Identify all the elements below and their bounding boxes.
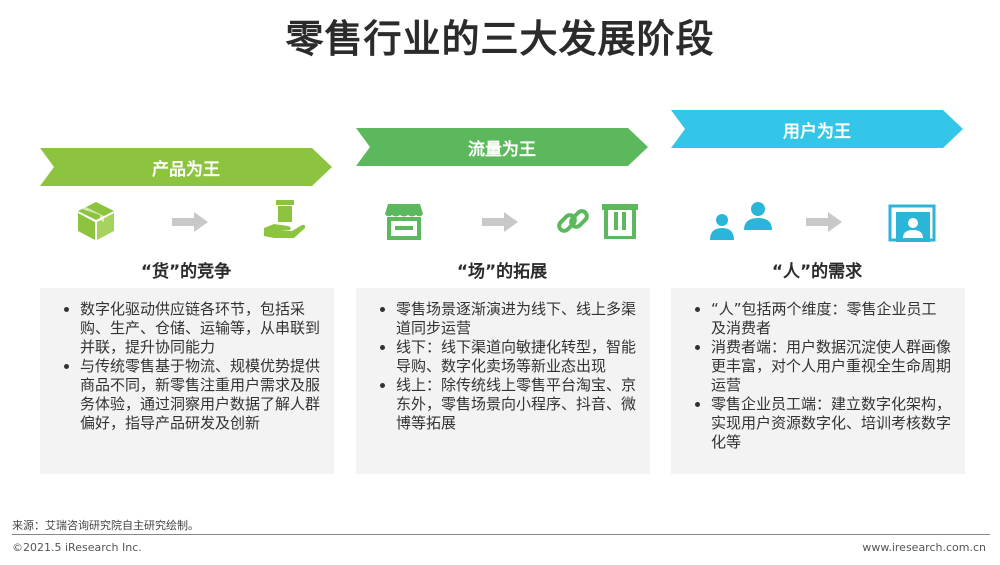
footer-divider bbox=[12, 534, 990, 535]
list-item: 数字化驱动供应链各环节，包括采购、生产、仓储、运输等，从串联到并联，提升协同能力 bbox=[80, 300, 320, 357]
list-item: “人”包括两个维度：零售企业员工及消费者 bbox=[711, 300, 951, 338]
list-item: 线上：除传统线上零售平台淘宝、京东外，零售场景向小程序、抖音、微博等拓展 bbox=[396, 376, 636, 433]
website: www.iresearch.com.cn bbox=[862, 541, 986, 554]
list-item: 消费者端：用户数据沉淀使人群画像更丰富，对个人用户重视全生命周期运营 bbox=[711, 338, 951, 395]
stage-1-description: 数字化驱动供应链各环节，包括采购、生产、仓储、运输等，从串联到并联，提升协同能力… bbox=[40, 288, 334, 474]
list-item: 线下：线下渠道向敏捷化转型，智能导购、数字化卖场等新业态出现 bbox=[396, 338, 636, 376]
stage-2-banner: 流量为王 bbox=[356, 128, 648, 166]
stage-3-banner: 用户为王 bbox=[671, 110, 963, 148]
arrow-right-icon bbox=[172, 212, 208, 232]
storefront-icon bbox=[602, 204, 638, 239]
stage-2-banner-label: 流量为王 bbox=[468, 139, 536, 160]
source-note: 来源：艾瑞咨询研究院自主研究绘制。 bbox=[12, 519, 199, 532]
stage-3-heading: “人”的需求 bbox=[771, 262, 863, 282]
profile-screen-icon bbox=[888, 204, 936, 242]
box-icon bbox=[78, 202, 114, 240]
link-icon bbox=[557, 209, 589, 233]
arrow-right-icon bbox=[806, 212, 842, 232]
stage-1-banner: 产品为王 bbox=[40, 148, 332, 186]
stage-3-banner-label: 用户为王 bbox=[783, 121, 851, 142]
copyright: ©2021.5 iResearch Inc. bbox=[12, 541, 142, 554]
arrow-right-icon bbox=[482, 212, 518, 232]
stage-2-description: 零售场景逐渐演进为线下、线上多渠道同步运营 线下：线下渠道向敏捷化转型，智能导购… bbox=[356, 288, 650, 474]
list-item: 零售场景逐渐演进为线下、线上多渠道同步运营 bbox=[396, 300, 636, 338]
users-icon bbox=[710, 202, 772, 240]
hand-product-icon bbox=[264, 200, 306, 238]
list-item: 零售企业员工端：建立数字化架构，实现用户资源数字化、培训考核数字化等 bbox=[711, 395, 951, 452]
stage-3-description: “人”包括两个维度：零售企业员工及消费者 消费者端：用户数据沉淀使人群画像更丰富… bbox=[671, 288, 965, 474]
store-icon bbox=[385, 204, 423, 240]
page-title: 零售行业的三大发展阶段 bbox=[285, 17, 715, 61]
stage-1-banner-label: 产品为王 bbox=[152, 159, 220, 180]
stage-2-heading: “场”的拓展 bbox=[456, 262, 548, 282]
stage-1-heading: “货”的竞争 bbox=[140, 262, 232, 282]
list-item: 与传统零售基于物流、规模优势提供商品不同，新零售注重用户需求及服务体验，通过洞察… bbox=[80, 357, 320, 433]
